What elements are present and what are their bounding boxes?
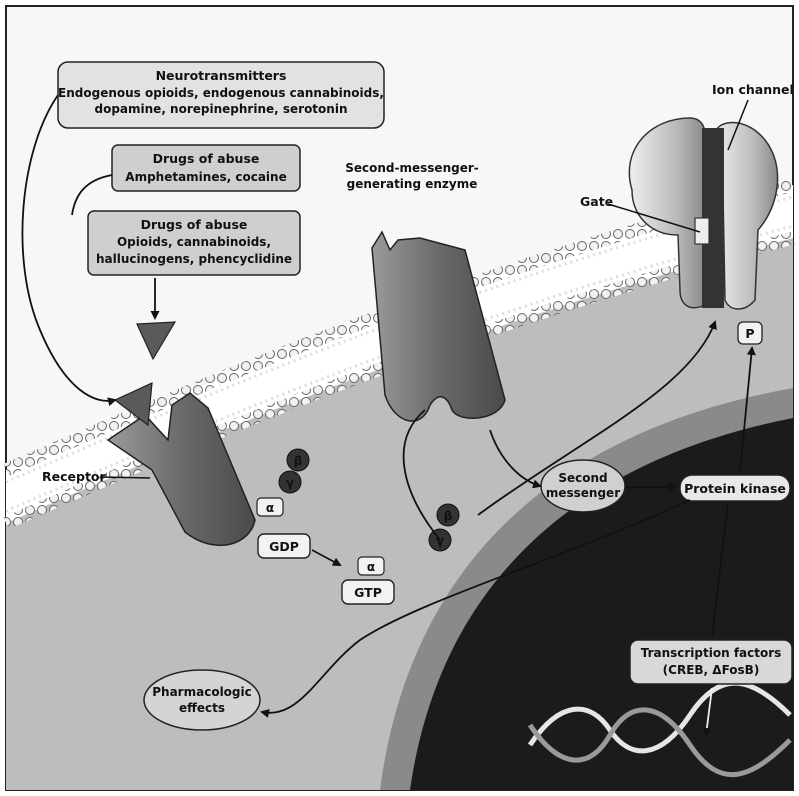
- pharmacologic-line1: Pharmacologic: [152, 685, 252, 699]
- gdp-label: GDP: [269, 539, 299, 554]
- receptor-leader: [100, 477, 150, 478]
- second-messenger-line1: Second: [558, 471, 607, 485]
- drugs-receptor-line2: hallucinogens, phencyclidine: [96, 252, 292, 266]
- transcription-line2: (CREB, ΔFosB): [663, 663, 760, 677]
- drugs-receptor-line1: Opioids, cannabinoids,: [117, 235, 271, 249]
- enzyme-label-line1: Second-messenger-: [345, 161, 479, 175]
- ion-channel-label: Ion channel: [712, 82, 794, 97]
- transcription-line1: Transcription factors: [641, 646, 782, 660]
- gtp-label: GTP: [354, 585, 382, 600]
- drugs-receptor-title: Drugs of abuse: [141, 217, 248, 232]
- receptor-label: Receptor: [42, 469, 107, 484]
- pharmacologic-effects-node: [144, 670, 260, 730]
- gate-label: Gate: [580, 194, 613, 209]
- protein-kinase-label: Protein kinase: [684, 481, 786, 496]
- alpha-label-1: α: [266, 501, 274, 515]
- beta-label-1: β: [294, 454, 303, 468]
- neurotransmitters-title: Neurotransmitters: [156, 68, 287, 83]
- enzyme-label-line2: generating enzyme: [347, 177, 478, 191]
- second-messenger-line2: messenger: [546, 486, 620, 500]
- gamma-label-1: γ: [286, 476, 294, 490]
- neurotransmitters-line1: Endogenous opioids, endogenous cannabino…: [58, 86, 384, 100]
- drugs-reuptake-line1: Amphetamines, cocaine: [125, 170, 286, 184]
- alpha-label-2: α: [367, 560, 375, 574]
- phosphate-label: P: [745, 326, 754, 341]
- neurotransmitters-line2: dopamine, norepinephrine, serotonin: [95, 102, 348, 116]
- beta-label-2: β: [444, 509, 453, 523]
- drugs-reuptake-title: Drugs of abuse: [153, 151, 260, 166]
- pharmacologic-line2: effects: [179, 701, 225, 715]
